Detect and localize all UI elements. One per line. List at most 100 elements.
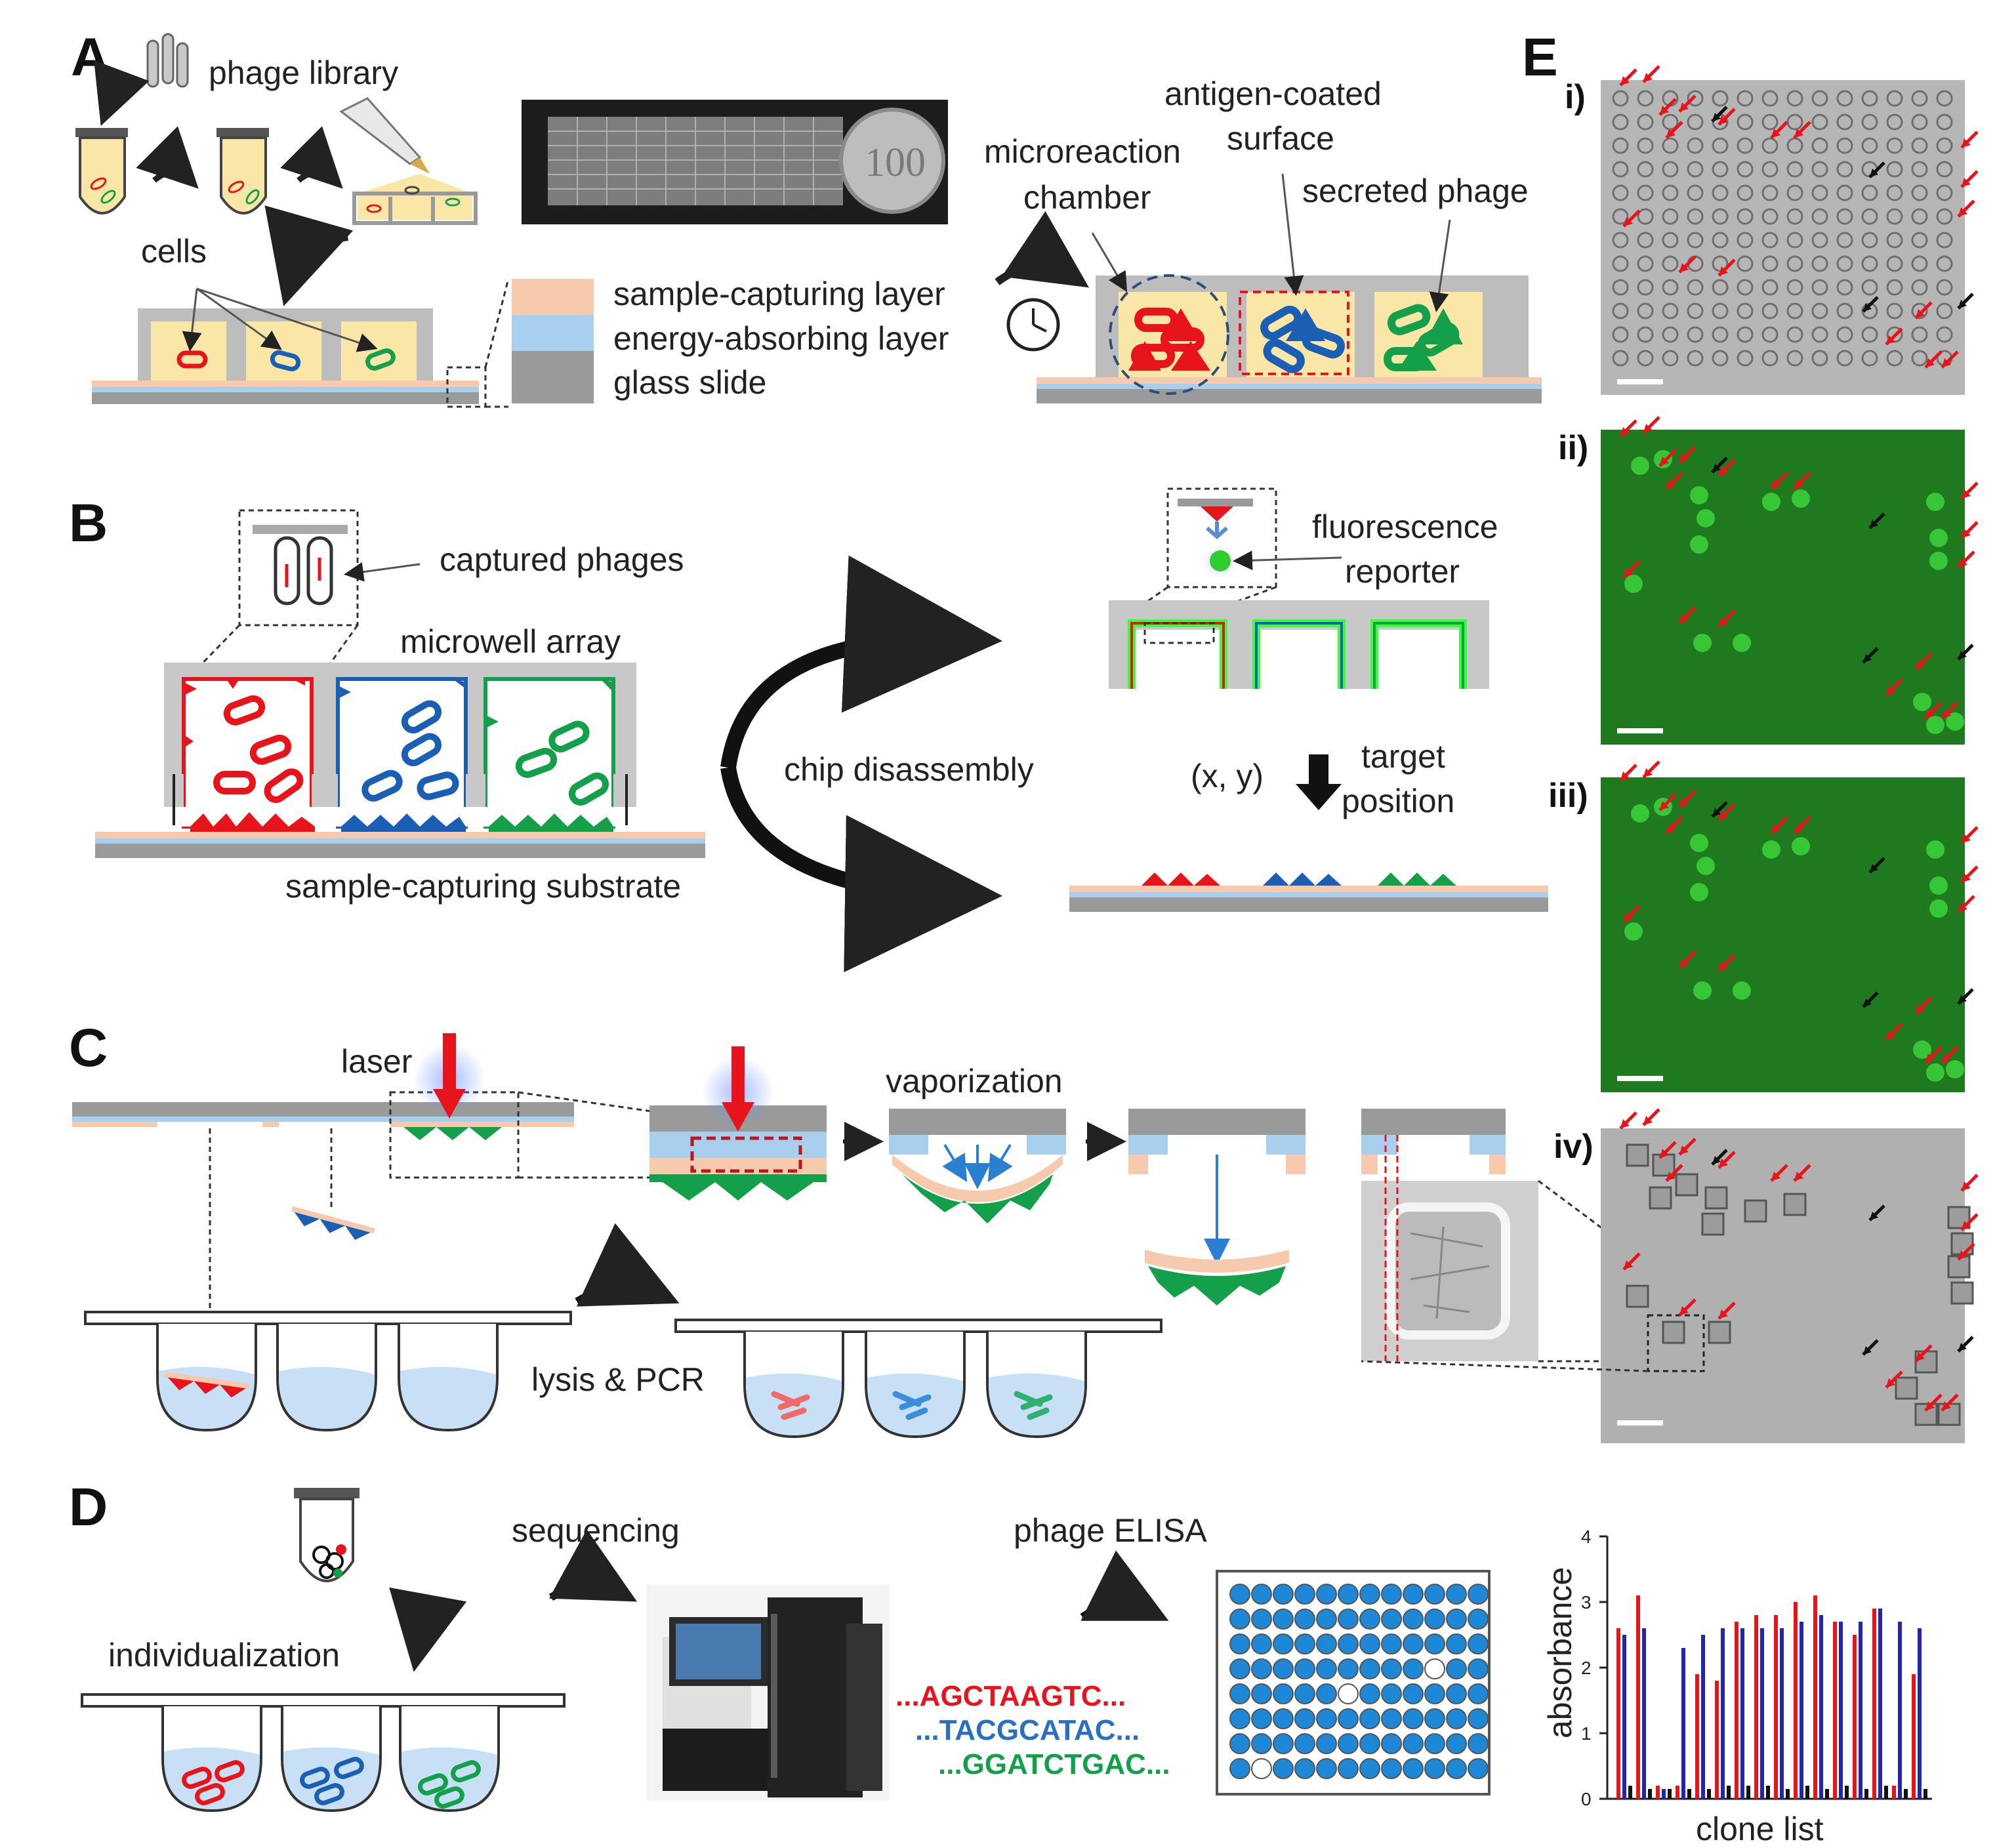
microwell-ring [1911, 90, 1928, 107]
arrow-disassembly-up [720, 555, 1002, 769]
elisa-well [1403, 1609, 1424, 1630]
elisa-well [1316, 1683, 1337, 1704]
red-arrow-head [1666, 1172, 1676, 1181]
elisa-well [1381, 1609, 1402, 1630]
microwell-ring [1811, 279, 1828, 296]
black-arrow-head [1863, 303, 1872, 312]
phage-elisa-label: phage ELISA [1014, 1512, 1207, 1549]
zoom-line [320, 625, 359, 676]
microwell-ring [1936, 326, 1953, 343]
scale-bar [1617, 728, 1663, 733]
inset-surface [1178, 499, 1253, 506]
laser-label: laser [341, 1043, 412, 1080]
elisa-well [1446, 1584, 1467, 1605]
elisa-well [1359, 1758, 1380, 1779]
microwell-ring [1786, 161, 1803, 178]
microwell-ring [1836, 279, 1853, 296]
microwell-ring [1612, 113, 1629, 131]
microwell-ring [1936, 302, 1953, 319]
arrow-lysis [575, 1223, 680, 1307]
red-arrow-head [1771, 480, 1780, 489]
red-arrow-head [1660, 1149, 1669, 1158]
elisa-well [1359, 1584, 1380, 1605]
red-arrow-head [1962, 1181, 1971, 1191]
red-arrow-head [1719, 617, 1728, 626]
elisa-well [1359, 1733, 1380, 1754]
microwell-ring [1612, 184, 1629, 201]
microwell-ring [1712, 302, 1729, 319]
falling-fragment [291, 1206, 375, 1241]
red-arrow-head [1620, 771, 1630, 781]
black-arrow-head [1712, 464, 1721, 472]
elisa-well [1446, 1633, 1467, 1654]
chart-bar [1727, 1786, 1731, 1799]
scale-bar [1617, 1420, 1663, 1426]
red-arrow-head [1962, 138, 1971, 148]
microwell-ring [1687, 350, 1704, 367]
chart-bar [1786, 1789, 1790, 1799]
microwell-ring [1886, 302, 1903, 319]
elisa-well [1359, 1683, 1380, 1704]
elisa-well [1294, 1658, 1315, 1679]
elisa-well [1316, 1609, 1337, 1630]
microwell-ring [1687, 90, 1704, 107]
red-arrow-head [1942, 709, 1951, 718]
chart-bar [1616, 1628, 1620, 1799]
microwell-ring [1662, 350, 1679, 367]
elisa-well [1273, 1658, 1294, 1679]
red-arrow-head [1679, 958, 1689, 968]
chart-bar [1622, 1635, 1626, 1799]
red-arrow-head [1679, 102, 1689, 112]
fluorescent-spot [1929, 899, 1948, 918]
elisa-well [1316, 1658, 1337, 1679]
microwell-ring [1836, 90, 1853, 107]
chart-bar [1853, 1635, 1857, 1799]
microwell-ring [1662, 137, 1679, 154]
red-arrow-head [1962, 873, 1971, 882]
microwell-ring [1886, 350, 1903, 367]
microwell-ring [1687, 208, 1704, 225]
elisa-well [1273, 1609, 1294, 1630]
y-tick-label: 2 [1581, 1658, 1592, 1678]
red-arrow-head [1962, 529, 1971, 538]
elisa-well [1316, 1758, 1337, 1779]
chart-bar [1687, 1789, 1691, 1799]
red-arrow-head [1679, 614, 1689, 623]
microwell-ring [1662, 113, 1679, 131]
microwell-ring [1662, 232, 1679, 249]
microwell-ring [1712, 184, 1729, 201]
elisa-well [1424, 1683, 1445, 1704]
arrow-tube-2-chip [280, 126, 343, 189]
elisa-well [1424, 1758, 1445, 1779]
chart-bar [1825, 1789, 1829, 1799]
elisa-well [1446, 1658, 1467, 1679]
microwell-ring [1637, 326, 1654, 343]
pointer-line [1429, 219, 1451, 312]
elisa-well [1381, 1683, 1402, 1704]
fluorescence-reporter-label: reporter [1345, 553, 1460, 590]
microwell-ring [1911, 279, 1928, 296]
microwell-ring [1886, 137, 1903, 154]
fluorescent-spot [1792, 489, 1810, 508]
microwell-ring [1786, 350, 1803, 367]
red-arrow-head [1620, 1119, 1630, 1128]
ablated-square [1662, 1321, 1685, 1344]
antigen-coated-surface-label: antigen-coated [1164, 75, 1382, 112]
microwell-ring [1861, 208, 1878, 225]
microwell-ring [1936, 255, 1953, 272]
ablated-square [1895, 1376, 1918, 1400]
elisa-plate [1216, 1570, 1491, 1796]
red-arrow-head [1886, 1031, 1895, 1040]
black-arrow-head [1870, 169, 1878, 177]
zoom-line [518, 1091, 657, 1113]
microwell-ring [1737, 113, 1754, 131]
elisa-well [1468, 1584, 1489, 1605]
layer-label: glass slide [613, 364, 766, 401]
chart-bar [1774, 1615, 1778, 1799]
elisa-well [1381, 1584, 1402, 1605]
arrow-phage-to-tube [94, 60, 150, 126]
red-arrow-head [1925, 1401, 1935, 1410]
microwell-ring [1737, 279, 1754, 296]
